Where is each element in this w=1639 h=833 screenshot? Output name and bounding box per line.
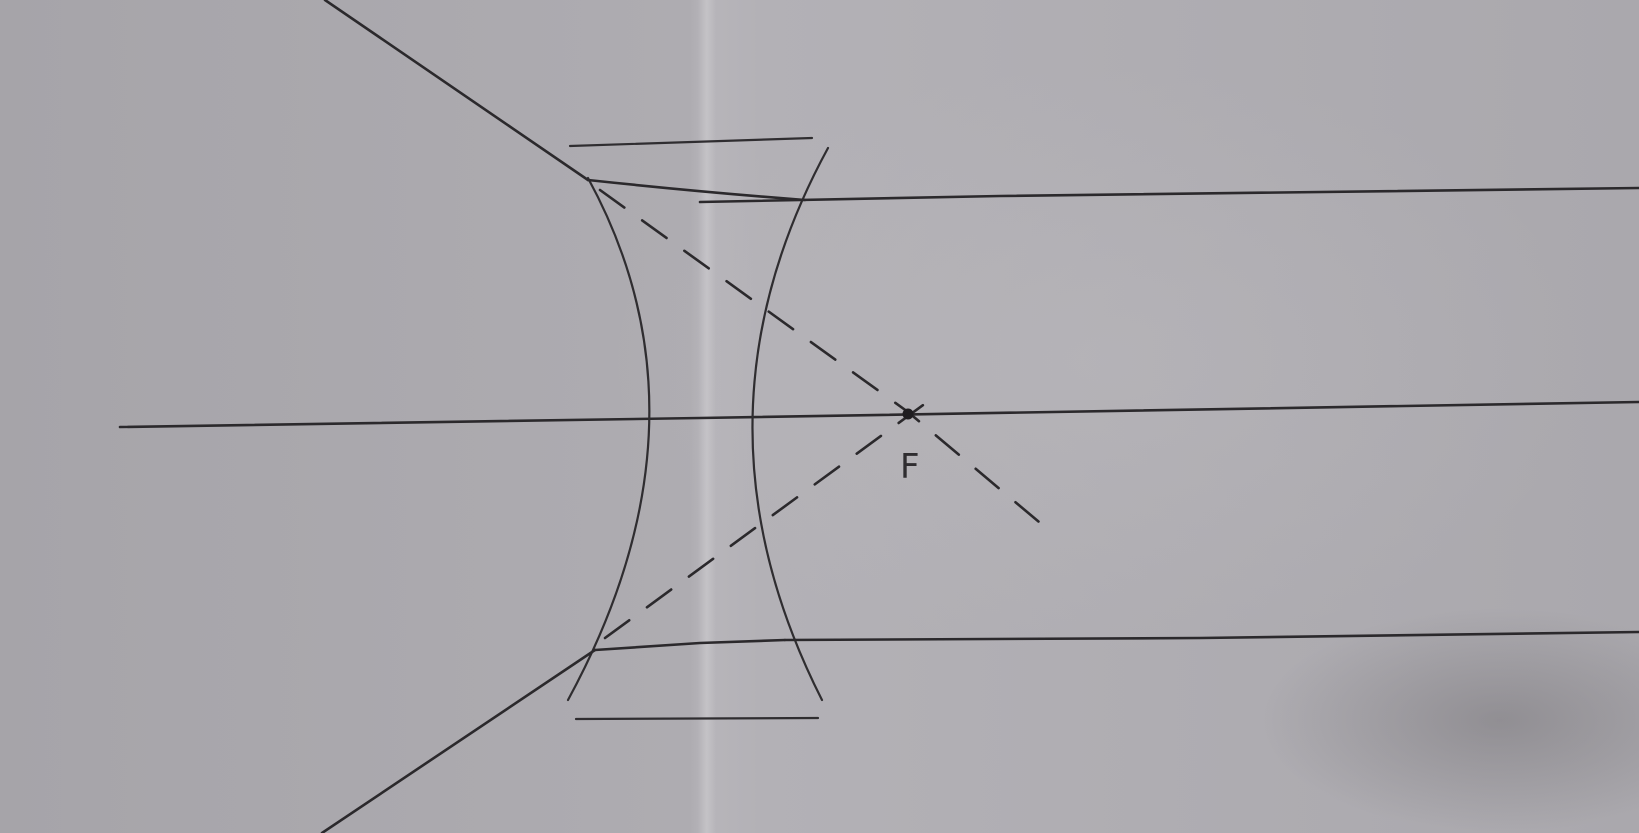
lens-bottom-edge [574,716,820,721]
upper-ray-incident [323,0,590,182]
concave-lens [566,136,830,721]
lower-ray-incident [320,648,597,833]
lens-top-edge [568,136,814,148]
lower-ray-inside-lens [593,638,787,652]
dashed-construction-line-upper [598,188,1047,529]
upper-ray [323,0,1639,204]
upper-ray-emergent [698,186,1639,204]
principal-axis [118,400,1639,429]
upper-ray-inside-lens [586,178,807,202]
lens-right-surface [751,146,830,702]
focal-point-dot [902,408,914,420]
lens-left-surface [566,176,651,702]
lower-ray [320,630,1639,833]
focal-point-label: F [900,447,920,487]
paper-fold [698,0,716,833]
lower-ray-emergent [783,630,1639,642]
dashed-construction-line-lower [603,398,932,640]
